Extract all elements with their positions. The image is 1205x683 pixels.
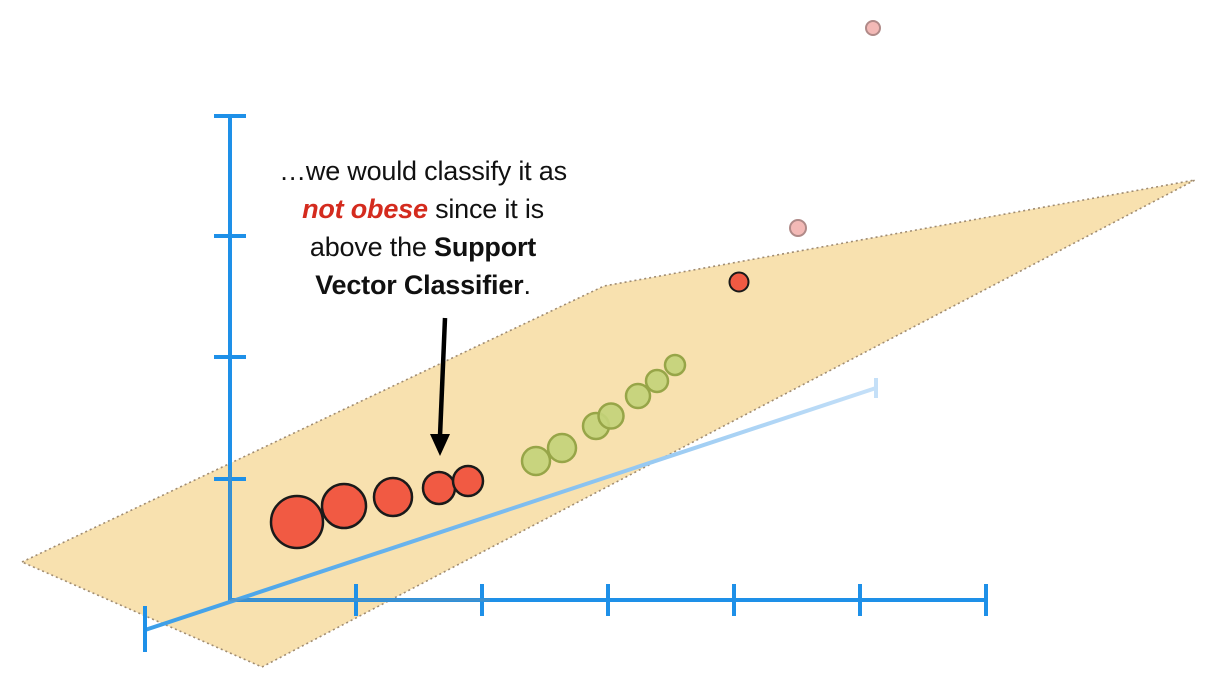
- data-point-not-obese: [663, 353, 687, 377]
- data-point-not-obese: [546, 432, 578, 464]
- faded-point: [789, 219, 807, 237]
- annotation-ending: .: [523, 270, 531, 300]
- not-obese-points: [520, 353, 687, 477]
- data-point-not-obese: [644, 368, 670, 394]
- annotation-text-after-red: since it is: [427, 194, 544, 224]
- faded-point: [865, 20, 881, 36]
- data-point-not-obese: [520, 445, 552, 477]
- z-axis: [143, 378, 878, 652]
- annotation-text: …we would classify it as not obese since…: [236, 152, 610, 304]
- axis-overlay: [228, 470, 490, 602]
- data-point-obese: [372, 476, 414, 518]
- new-point-not-obese: [728, 271, 750, 293]
- annotation-line-4: Vector Classifier.: [236, 266, 610, 304]
- data-point-not-obese: [624, 382, 652, 410]
- support-label: Support: [434, 232, 537, 262]
- data-point-obese: [269, 494, 325, 550]
- data-point-obese: [451, 464, 485, 498]
- arrow-icon: [430, 317, 450, 456]
- obese-points: [269, 464, 485, 550]
- annotation-line-2: not obese since it is: [236, 190, 610, 228]
- annotation-text-before-bold: above the: [309, 232, 435, 262]
- vector-classifier-label: Vector Classifier: [315, 270, 524, 300]
- annotation-line-3: above the Support: [236, 228, 610, 266]
- data-point-not-obese: [597, 402, 625, 430]
- data-point-obese: [320, 482, 368, 530]
- not-obese-label: not obese: [302, 194, 428, 224]
- annotation-line-1: …we would classify it as: [279, 156, 567, 186]
- data-point-obese: [421, 470, 457, 506]
